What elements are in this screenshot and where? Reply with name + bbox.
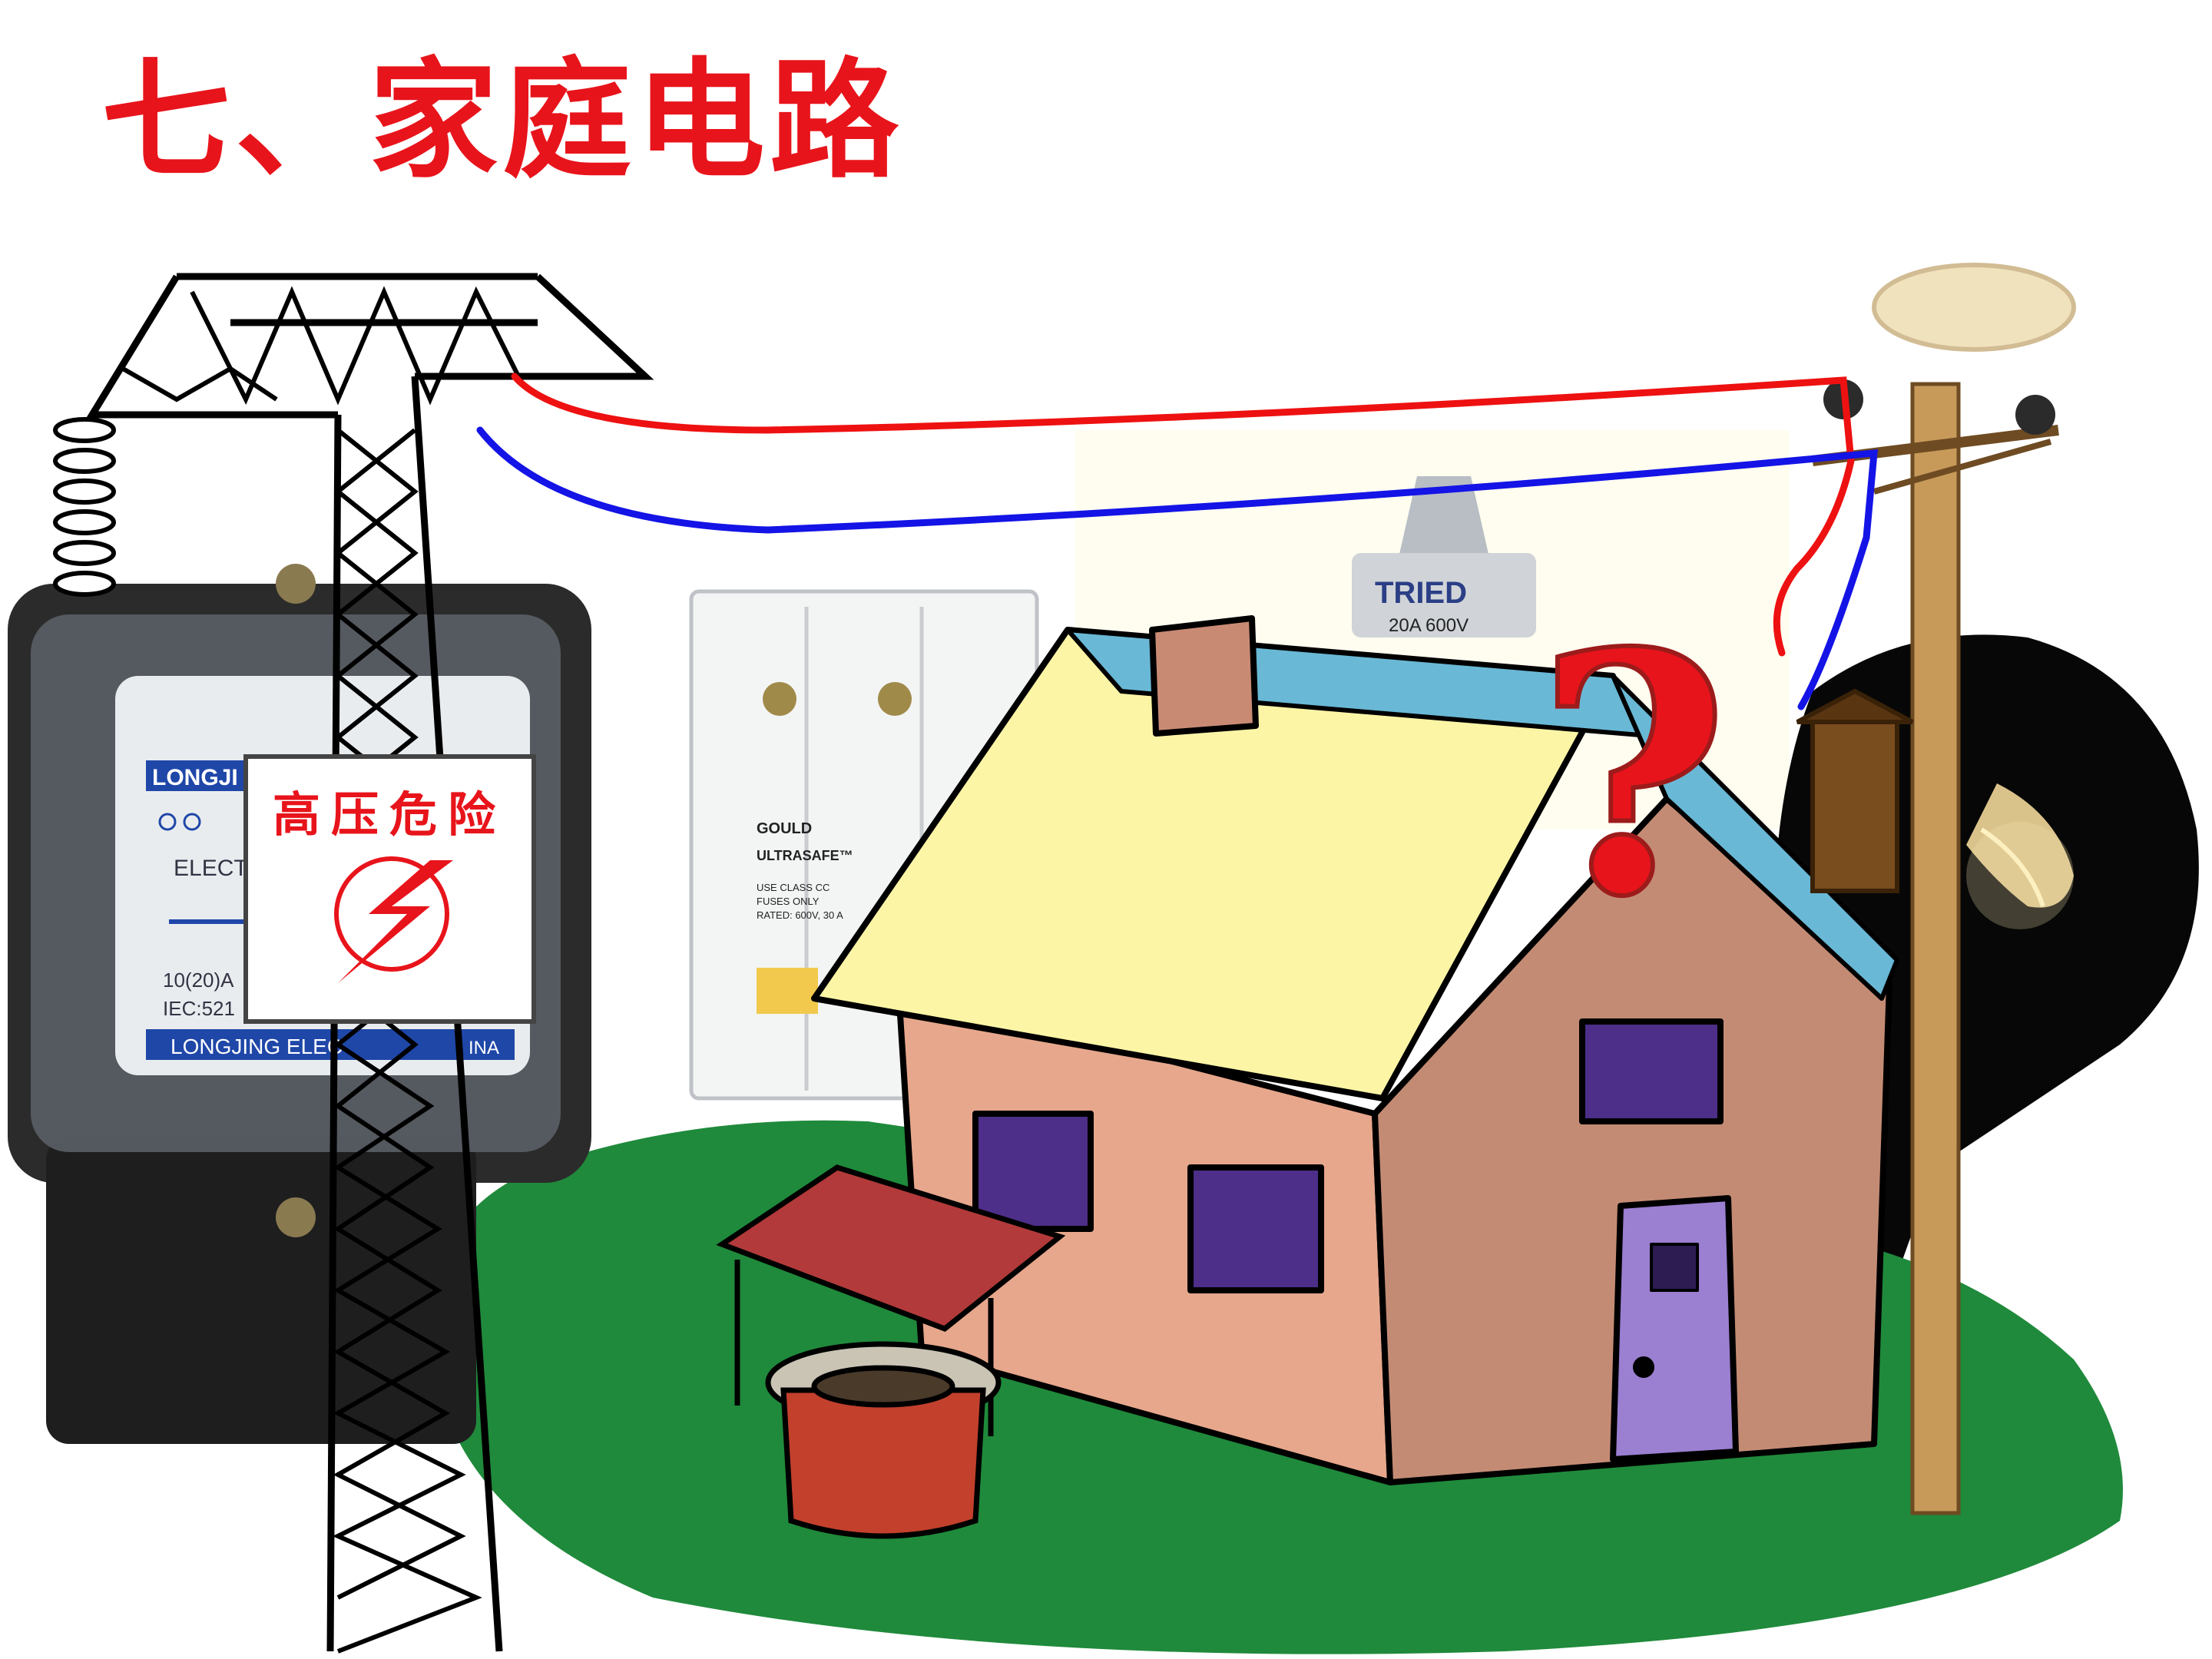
high-voltage-sign: 高压危险 bbox=[243, 754, 536, 1024]
fuse-block-product: ULTRASAFE™ bbox=[757, 848, 853, 863]
lightning-icon bbox=[334, 856, 449, 972]
fuse-block-line1: USE CLASS CC bbox=[757, 882, 830, 893]
fuse-block-line2: FUSES ONLY bbox=[757, 896, 820, 907]
fuse-block-brand: GOULD bbox=[757, 820, 812, 837]
meter-standard: IEC:521 bbox=[163, 997, 235, 1020]
slide-title: 七、家庭电路 bbox=[101, 44, 903, 196]
meter-footer: LONGJING ELEC bbox=[171, 1035, 343, 1058]
meter-model: ELECT bbox=[174, 856, 248, 881]
house bbox=[811, 615, 1899, 1485]
bird-nest bbox=[1872, 263, 2076, 352]
sign-text: 高压危险 bbox=[273, 786, 506, 843]
water-well bbox=[716, 1164, 1066, 1539]
birdhouse bbox=[1810, 712, 1899, 893]
fuse-rating: 20A 600V bbox=[1389, 615, 1469, 636]
neutral-wire bbox=[476, 426, 1878, 710]
utility-pole bbox=[1796, 253, 2120, 1515]
fuse-brand: TRIED bbox=[1375, 576, 1467, 610]
transmission-tower bbox=[53, 273, 654, 1654]
meter-rating: 10(20)A bbox=[163, 969, 234, 992]
fuse-block-line3: RATED: 600V, 30 A bbox=[757, 909, 843, 921]
meter-brand: LONGJI bbox=[152, 765, 238, 790]
live-wire bbox=[511, 373, 1855, 657]
meter-fragment-2: INA bbox=[469, 1038, 499, 1058]
cartridge-fuse: TRIED 20A 600V bbox=[1352, 476, 1536, 637]
question-mark: ? bbox=[1536, 581, 1730, 969]
